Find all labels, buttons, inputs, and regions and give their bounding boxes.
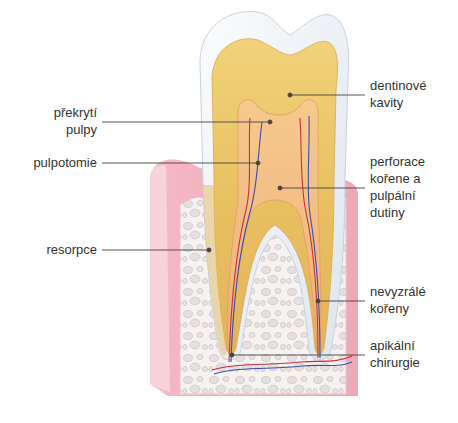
part-label: apikální chirurgie [370,338,450,372]
gum-side [150,166,170,392]
leader-lines [102,93,365,357]
part-label: překrytí pulpy [25,105,97,139]
part-label: dentinové kavity [370,78,450,112]
part-label: nevyzrálé kořeny [370,284,450,318]
pulp [227,100,320,350]
part-label: perforace kořene a pulpální dutiny [370,154,450,222]
root-surface [203,185,226,356]
blood-vessels [212,116,352,374]
part-label: pulpotomie [7,155,97,172]
enamel [200,11,349,359]
part-label: resorpce [7,242,97,259]
